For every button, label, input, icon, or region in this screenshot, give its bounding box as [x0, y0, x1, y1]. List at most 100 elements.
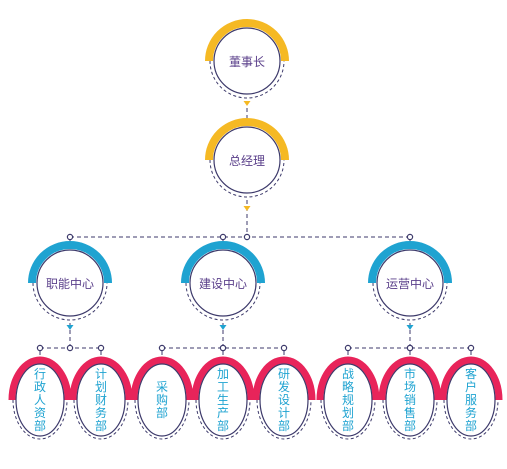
- department-node-2-0-face: [323, 363, 373, 437]
- department-node-2-1-dashed-ring: [382, 399, 438, 440]
- chairman-node: 董事长: [205, 19, 289, 99]
- department-node-2-1-glyph: 销: [404, 393, 416, 407]
- department-node-0-0-glyph: 资: [34, 406, 46, 420]
- department-node-0-0-face: [15, 363, 65, 437]
- department-node-1-2-glyph: 设: [278, 393, 290, 407]
- dept-dot-2-2: [467, 344, 475, 352]
- department-node-1-1-glyph: 部: [217, 418, 229, 433]
- center-node-2-dashed-ring: [372, 282, 448, 321]
- chairman-node-face: [213, 27, 281, 95]
- general-manager-node-arc: [205, 118, 289, 161]
- center-node-2-arc: [368, 241, 452, 284]
- bus-dot-center-1: [219, 233, 227, 241]
- department-node-0-1-glyph: 部: [95, 418, 107, 433]
- center-node-1-dashed-ring: [185, 282, 261, 321]
- department-node-1-1-glyph: 加: [217, 367, 229, 381]
- department-node-1-1: 加工生产部: [191, 356, 255, 440]
- department-node-1-2: 研发设计部: [252, 356, 316, 440]
- bus-dot-center-0: [66, 233, 74, 241]
- department-node-0-1-label: 计划财务部: [95, 367, 107, 433]
- department-node-1-1-glyph: 生: [217, 393, 229, 407]
- department-node-1-2-glyph: 发: [278, 379, 290, 394]
- department-node-0-1-dashed-ring: [73, 399, 129, 440]
- dept-dot-1-2: [280, 344, 288, 352]
- department-node-1-2-label: 研发设计部: [278, 367, 290, 433]
- department-node-2-0-glyph: 划: [342, 406, 354, 420]
- dept-dot-1-0: [158, 344, 166, 352]
- dept-dot-1-1: [219, 344, 227, 352]
- department-node-1-0-dashed-ring: [134, 399, 190, 440]
- center-node-0-face: [36, 249, 104, 317]
- department-node-1-2-dashed-ring: [256, 399, 312, 440]
- bus-dot-main: [243, 233, 251, 241]
- dept-dot-2-1: [406, 344, 414, 352]
- department-node-1-0-label: 采购部: [156, 380, 168, 420]
- department-node-0-1-glyph: 财: [95, 393, 107, 407]
- pointer-chairman: [243, 101, 251, 106]
- general-manager-node-dashed-ring: [209, 159, 285, 198]
- dept-dot-2-0: [344, 344, 352, 352]
- department-node-1-2-glyph: 部: [278, 418, 290, 433]
- department-node-2-2: 客户服务部: [439, 356, 503, 440]
- department-node-2-0-glyph: 部: [342, 418, 354, 433]
- center-node-1: 建设中心: [181, 241, 265, 321]
- bus-dot-center-2: [406, 233, 414, 241]
- department-node-2-0-glyph: 战: [342, 367, 354, 381]
- center-node-1-label: 建设中心: [199, 276, 247, 291]
- department-node-2-0-arc: [316, 356, 380, 401]
- department-node-2-2-label: 客户服务部: [465, 366, 477, 433]
- department-node-1-1-label: 加工生产部: [217, 367, 229, 433]
- department-node-1-0-arc: [130, 356, 194, 401]
- center-node-2-face: [376, 249, 444, 317]
- general-manager-node-label: 总经理: [229, 154, 265, 168]
- chairman-node-label: 董事长: [229, 55, 265, 69]
- center-node-0-label: 职能中心: [46, 276, 94, 291]
- department-node-0-0-glyph: 政: [34, 380, 46, 394]
- department-node-2-1-arc: [378, 356, 442, 401]
- department-node-2-1-glyph: 售: [404, 405, 416, 420]
- department-node-1-1-glyph: 工: [217, 380, 229, 394]
- center-node-0: 职能中心: [28, 241, 112, 321]
- chairman-node-dashed-ring: [209, 60, 285, 99]
- department-node-2-0-glyph: 略: [342, 379, 354, 394]
- department-node-2-2-glyph: 部: [465, 418, 477, 433]
- department-node-2-2-face: [446, 363, 496, 437]
- department-node-0-0-label: 行政人资部: [34, 367, 46, 433]
- pointer-center-1: [219, 325, 227, 330]
- department-node-0-0: 行政人资部: [8, 356, 72, 440]
- department-node-0-1-face: [76, 363, 126, 437]
- department-node-2-2-glyph: 服: [465, 393, 477, 407]
- center-node-0-arc: [28, 241, 112, 284]
- department-node-0-1-glyph: 务: [95, 405, 107, 420]
- center-node-1-face: [189, 249, 257, 317]
- department-node-1-0-glyph: 采: [156, 380, 168, 394]
- department-node-0-1-arc: [69, 356, 133, 401]
- department-node-1-0-glyph: 部: [156, 405, 168, 420]
- department-node-2-1-glyph: 场: [404, 380, 416, 394]
- department-node-2-2-glyph: 务: [465, 405, 477, 420]
- department-node-0-0-glyph: 部: [34, 418, 46, 433]
- department-node-1-2-arc: [252, 356, 316, 401]
- department-node-2-0-glyph: 规: [342, 392, 354, 407]
- dept-dot-0-1: [97, 344, 105, 352]
- department-node-0-1-glyph: 划: [95, 380, 107, 394]
- center-node-2-label: 运营中心: [386, 276, 434, 291]
- department-node-1-2-glyph: 研: [278, 367, 290, 381]
- center-node-0-dashed-ring: [32, 282, 108, 321]
- department-node-1-1-face: [198, 363, 248, 437]
- department-node-1-0-glyph: 购: [156, 392, 168, 407]
- department-node-1-1-dashed-ring: [195, 399, 251, 440]
- pointer-center-0: [66, 325, 74, 330]
- general-manager-node-face: [213, 126, 281, 194]
- department-node-0-0-arc: [8, 356, 72, 401]
- department-node-2-1-label: 市场销售部: [404, 366, 416, 433]
- center-node-2: 运营中心: [368, 241, 452, 321]
- department-node-2-0-label: 战略规划部: [342, 367, 354, 433]
- department-node-2-1-glyph: 市: [404, 366, 416, 381]
- pointer-gm: [243, 206, 251, 211]
- department-node-1-2-face: [259, 363, 309, 437]
- department-node-1-0: 采购部: [130, 356, 194, 440]
- department-node-0-0-glyph: 行: [34, 367, 46, 381]
- department-node-2-2-dashed-ring: [443, 399, 499, 440]
